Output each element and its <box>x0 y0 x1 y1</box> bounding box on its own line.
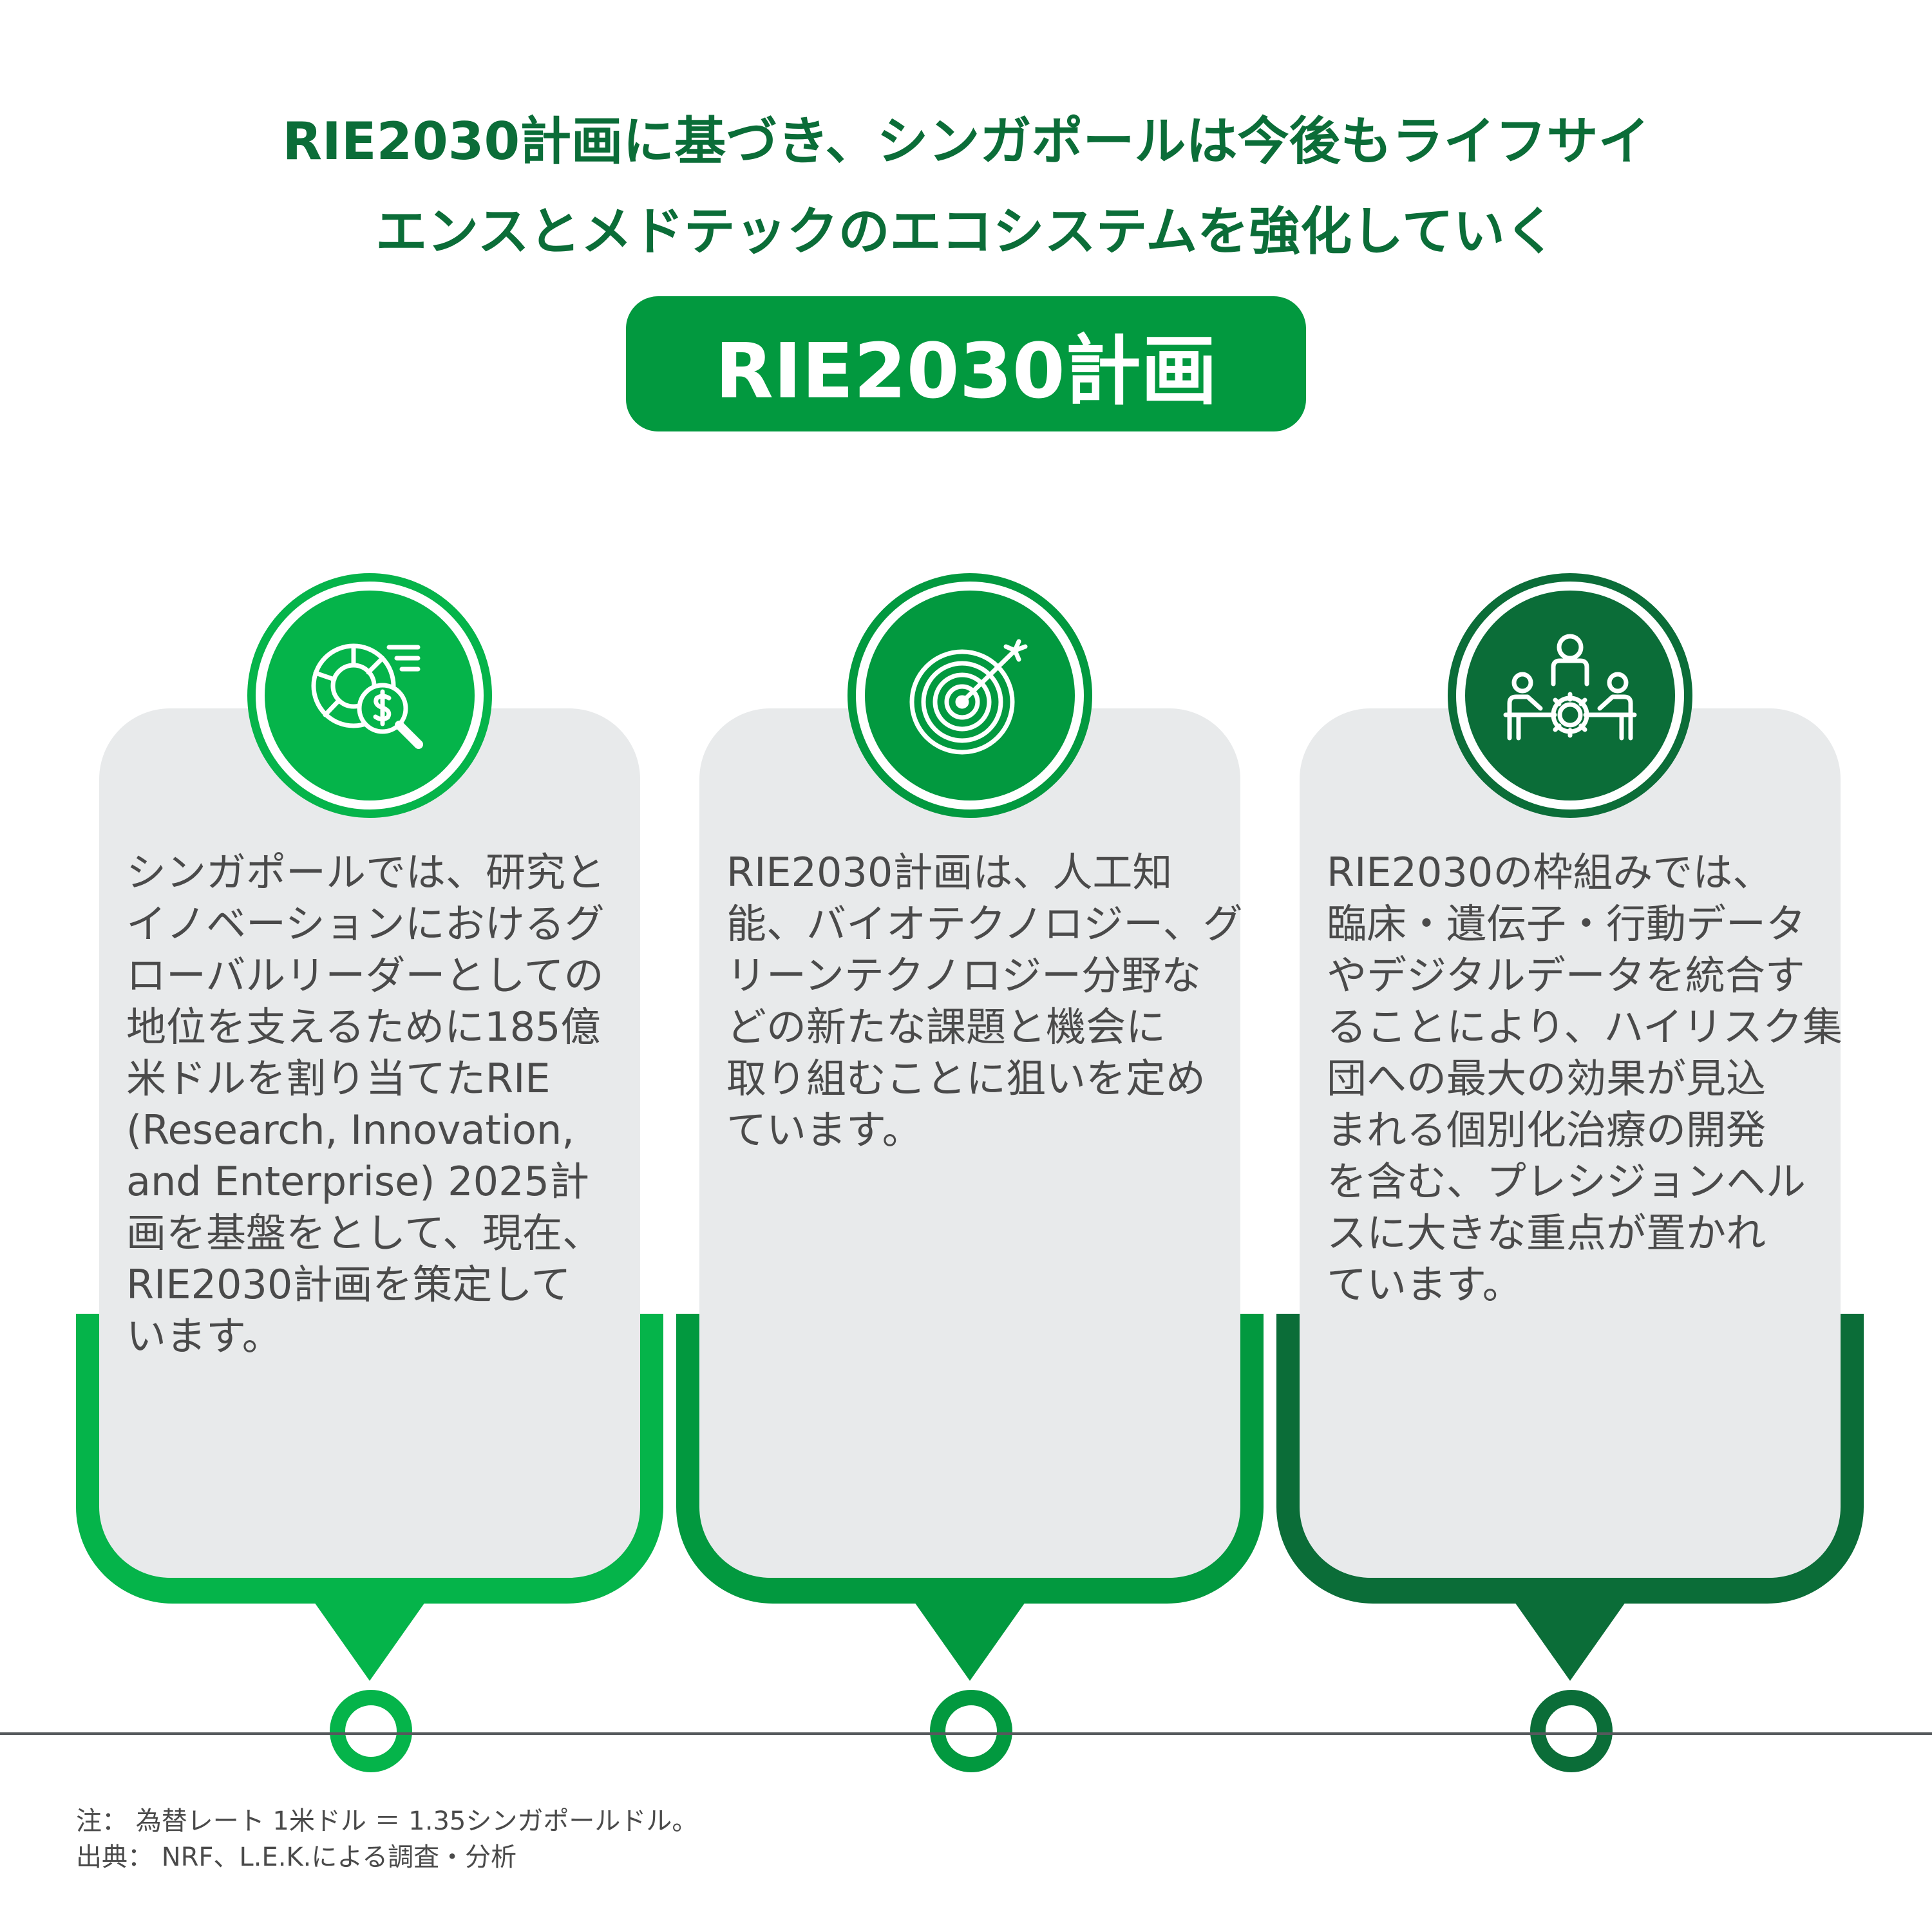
column-3-card: RIE2030の枠組みでは、臨床・遺伝子・行動データやデジタルデータを統合するこ… <box>1300 708 1843 1578</box>
card-text-line: RIE2030計画は、人工知 <box>726 849 1173 896</box>
headline-line-1: RIE2030計画に基づき、シンガポールは今後もライフサイ <box>282 111 1650 171</box>
plan-label-pill: RIE2030計画 <box>626 296 1306 431</box>
card-text-line: リーンテクノロジー分野な <box>726 952 1202 999</box>
card-text-line: 団への最大の効果が見込 <box>1327 1055 1766 1102</box>
card-text-line: 臨床・遺伝子・行動データ <box>1327 900 1806 947</box>
card-text-line: (Research, Innovation, <box>126 1106 574 1153</box>
card-text-line: 米ドルを割り当てたRIE <box>126 1055 551 1102</box>
card-text-line: RIE2030計画を策定して <box>126 1261 571 1308</box>
card-text-line: RIE2030の枠組みでは、 <box>1327 849 1773 896</box>
column-2-icon-badge <box>848 573 1092 818</box>
column-1-pointer <box>314 1602 425 1681</box>
column-2-pointer <box>914 1602 1025 1681</box>
column-2-card: RIE2030計画は、人工知能、バイオテクノロジー、グリーンテクノロジー分野など… <box>699 708 1243 1578</box>
column-3-text: RIE2030の枠組みでは、臨床・遺伝子・行動データやデジタルデータを統合するこ… <box>1327 847 1843 1311</box>
headline-line-2: エンスとメドテックのエコシステムを強化していく <box>375 202 1557 261</box>
column-1-card: シンガポールでは、研究とイノベーションにおけるグローバルリーダーとしての地位を支… <box>99 708 640 1578</box>
column-1-text: シンガポールでは、研究とイノベーションにおけるグローバルリーダーとしての地位を支… <box>126 847 614 1362</box>
timeline-line <box>0 1732 1932 1735</box>
column-1-icon-badge <box>247 573 492 818</box>
card-text-line: 地位を支えるために185億 <box>126 1003 601 1050</box>
footnote-source: 出典： NRF、L.E.K.による調査・分析 <box>76 1842 517 1872</box>
card-text-line: ローバルリーダーとしての <box>126 952 604 999</box>
card-text-line: やデジタルデータを統合す <box>1327 952 1805 999</box>
card-text-line: スに大きな重点が置かれ <box>1327 1209 1766 1256</box>
card-text-line: ることにより、ハイリスク集 <box>1327 1003 1843 1050</box>
card-text-line: 能、バイオテクノロジー、グ <box>726 900 1243 947</box>
card-text-line: and Enterprise) 2025計 <box>126 1158 589 1205</box>
column-1-timeline-node <box>330 1690 412 1772</box>
card-text-line: どの新たな課題と機会に <box>726 1003 1166 1050</box>
headline: RIE2030計画に基づき、シンガポールは今後もライフサイ エンスとメドテックの… <box>0 97 1932 277</box>
footnote: 注： 為替レート 1米ドル ＝ 1.35シンガポールドル。 出典： NRF、L.… <box>76 1803 697 1875</box>
card-text-line: シンガポールでは、研究と <box>126 849 606 896</box>
financial-analysis-icon <box>311 643 423 749</box>
card-text-line: ています。 <box>1327 1261 1522 1308</box>
card-text-line: を含む、プレシジョンヘル <box>1327 1158 1806 1205</box>
target-arrow-icon <box>909 639 1028 755</box>
column-3-timeline-node <box>1530 1690 1613 1772</box>
card-text-line: います。 <box>126 1312 282 1359</box>
card-text-line: 取り組むことに狙いを定め <box>726 1055 1206 1102</box>
team-collaboration-icon <box>1503 634 1637 741</box>
card-text-line: 画を基盤をとして、現在、 <box>126 1209 603 1256</box>
column-2-text: RIE2030計画は、人工知能、バイオテクノロジー、グリーンテクノロジー分野など… <box>726 847 1243 1156</box>
column-3-pointer <box>1515 1602 1625 1681</box>
column-3-icon-badge <box>1448 573 1692 818</box>
column-1-frame <box>76 1314 663 1604</box>
card-text-line: ています。 <box>726 1106 922 1153</box>
card-text-line: イノベーションにおけるグ <box>126 900 605 947</box>
card-text-line: まれる個別化治療の開発 <box>1327 1106 1766 1153</box>
footnote-note: 注： 為替レート 1米ドル ＝ 1.35シンガポールドル。 <box>76 1806 698 1836</box>
column-2-timeline-node <box>930 1690 1012 1772</box>
